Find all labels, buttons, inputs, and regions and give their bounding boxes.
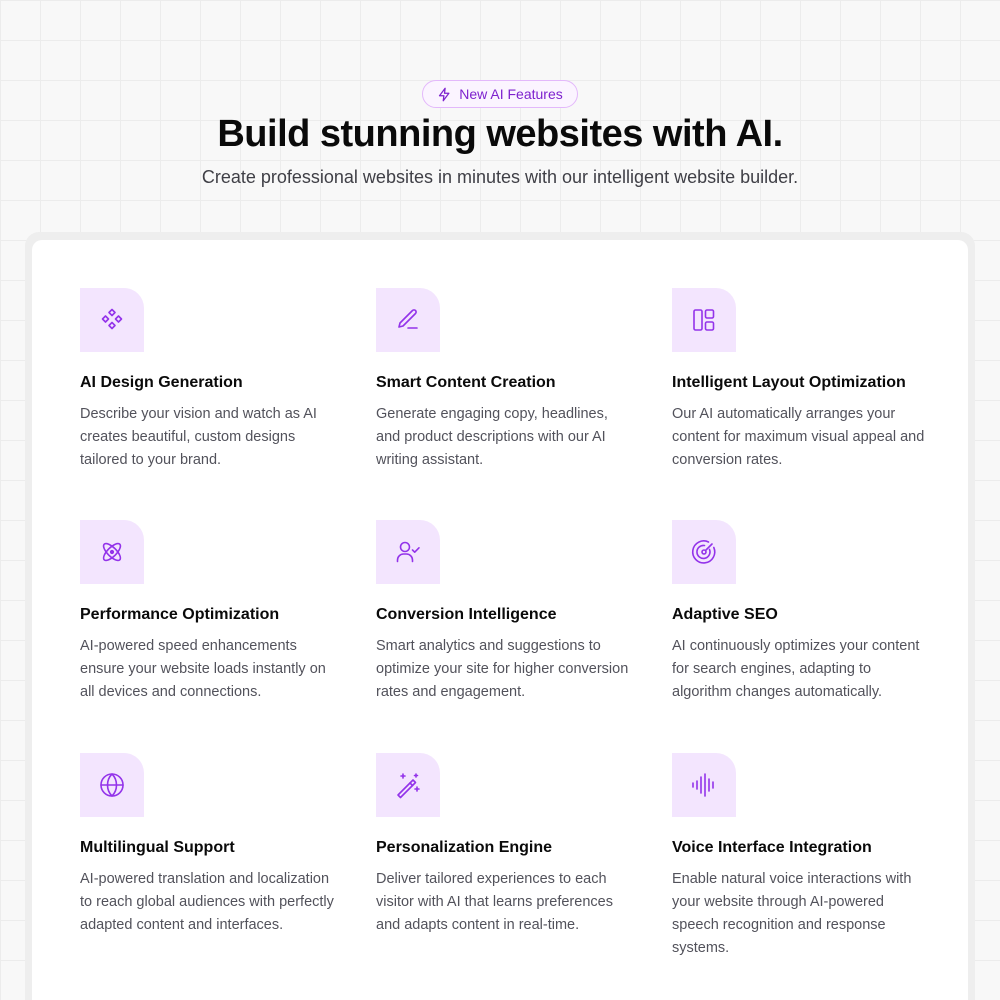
hero-section: New AI Features Build stunning websites …	[0, 0, 1000, 230]
feature-voice-interface-integration: Voice Interface Integration Enable natur…	[672, 753, 932, 960]
page-title: Build stunning websites with AI.	[217, 113, 783, 155]
feature-description: Smart analytics and suggestions to optim…	[376, 638, 629, 700]
pen-line-icon	[398, 309, 418, 329]
feature-title: Performance Optimization	[80, 606, 280, 623]
globe-icon	[100, 773, 124, 797]
feature-title: Intelligent Layout Optimization	[672, 374, 906, 391]
feature-description: Generate engaging copy, headlines, and p…	[376, 406, 608, 468]
feature-title: Voice Interface Integration	[672, 839, 872, 856]
feature-icon-box	[672, 520, 736, 584]
feature-description: Our AI automatically arranges your conte…	[672, 406, 925, 468]
feature-title: Personalization Engine	[376, 839, 553, 856]
feature-title: Smart Content Creation	[376, 374, 556, 391]
user-check-icon	[396, 541, 420, 563]
feature-description: Enable natural voice interactions with y…	[672, 871, 912, 956]
feature-description: AI-powered speed enhancements ensure you…	[80, 638, 326, 700]
page-subtitle: Create professional websites in minutes …	[201, 167, 799, 187]
feature-icon-box	[672, 288, 736, 352]
feature-ai-design-generation: AI Design Generation Describe your visio…	[80, 288, 340, 472]
feature-title: AI Design Generation	[80, 374, 243, 391]
feature-icon-box	[376, 520, 440, 584]
feature-performance-optimization: Performance Optimization AI-powered spee…	[80, 520, 340, 704]
atom-icon	[102, 542, 122, 562]
feature-icon-box	[376, 753, 440, 817]
feature-personalization-engine: Personalization Engine Deliver tailored …	[376, 753, 636, 937]
feature-icon-box	[672, 753, 736, 817]
feature-title: Multilingual Support	[80, 839, 235, 856]
feature-icon-box	[376, 288, 440, 352]
radar-icon	[691, 540, 716, 564]
feature-description: AI-powered translation and localization …	[80, 871, 334, 933]
feature-title: Conversion Intelligence	[376, 606, 557, 623]
feature-multilingual-support: Multilingual Support AI-powered translat…	[80, 753, 340, 937]
new-features-badge[interactable]: New AI Features	[422, 80, 578, 108]
feature-icon-box	[80, 288, 144, 352]
feature-intelligent-layout-optimization: Intelligent Layout Optimization Our AI a…	[672, 288, 932, 472]
lightning-icon	[439, 87, 450, 101]
feature-description: Deliver tailored experiences to each vis…	[376, 871, 613, 933]
layout-panels-icon	[693, 309, 715, 331]
feature-description: AI continuously optimizes your content f…	[672, 638, 920, 700]
magic-wand-icon	[397, 773, 420, 799]
feature-smart-content-creation: Smart Content Creation Generate engaging…	[376, 288, 636, 472]
feature-adaptive-seo: Adaptive SEO AI continuously optimizes y…	[672, 520, 932, 704]
diamonds-icon	[101, 308, 123, 330]
badge-label: New AI Features	[459, 86, 563, 102]
feature-icon-box	[80, 753, 144, 817]
feature-description: Describe your vision and watch as AI cre…	[80, 406, 317, 468]
feature-conversion-intelligence: Conversion Intelligence Smart analytics …	[376, 520, 636, 704]
features-card: AI Design Generation Describe your visio…	[32, 240, 968, 1000]
feature-title: Adaptive SEO	[672, 606, 778, 623]
feature-icon-box	[80, 520, 144, 584]
audio-waveform-icon	[692, 773, 714, 797]
